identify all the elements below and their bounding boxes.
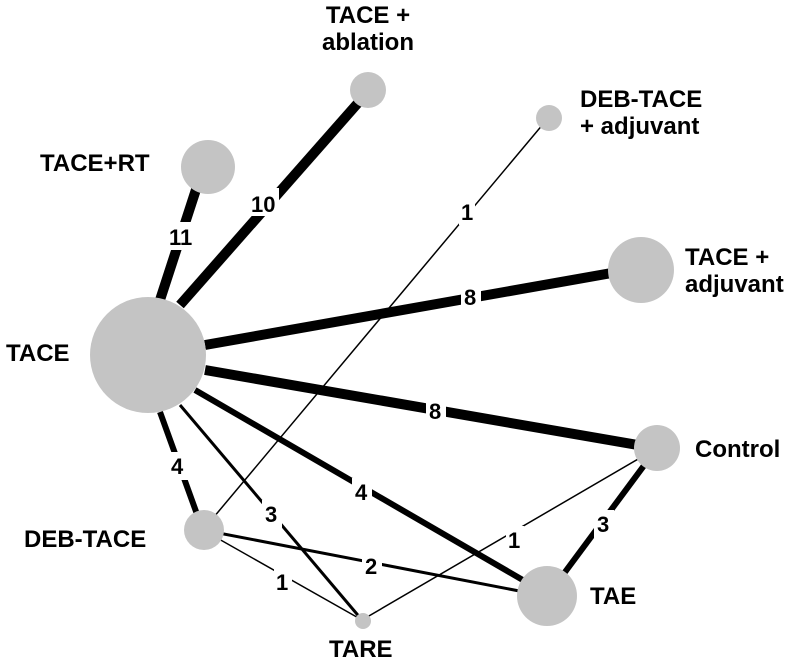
edge-label-deb-tace-deb-adjuvant: 1 — [461, 200, 473, 225]
edge-tace-tace-adjuvant — [204, 263, 641, 350]
node-label-tace: TACE — [6, 340, 70, 367]
node-tace-adjuvant — [608, 237, 674, 303]
node-deb-tace-adjuvant — [536, 105, 562, 131]
node-control — [634, 425, 680, 471]
node-label-tace-rt: TACE+RT — [40, 150, 150, 177]
edge-label-tace-tace-adjuvant: 8 — [464, 285, 476, 310]
node-tace-rt — [181, 140, 235, 194]
node-deb-tace — [184, 510, 224, 550]
edge-label-tace-deb-tace: 4 — [171, 454, 184, 479]
edge-label-deb-tace-tae: 2 — [365, 554, 377, 579]
edge-label-tare-control: 1 — [508, 528, 520, 553]
node-label-deb-tace-adjuvant: DEB-TACE + adjuvant — [580, 86, 703, 140]
edge-labels: 11 10 8 8 4 4 3 1 2 1 1 3 — [168, 188, 614, 596]
edge-label-tace-tae: 4 — [355, 480, 368, 505]
nodes — [90, 72, 680, 629]
node-label-tare: TARE — [329, 636, 393, 663]
edge-label-deb-tace-tare: 1 — [276, 570, 288, 595]
edge-label-tace-tare: 3 — [265, 502, 277, 527]
node-label-tace-ablation: TACE + ablation — [321, 2, 414, 56]
edge-label-tace-tace-ablation: 10 — [251, 192, 275, 217]
node-tae — [517, 566, 577, 626]
edge-label-control-tae: 3 — [597, 512, 609, 537]
node-label-deb-tace: DEB-TACE — [24, 526, 147, 553]
node-label-tae: TAE — [590, 583, 637, 610]
node-tace-ablation — [350, 72, 386, 108]
node-tace — [90, 297, 206, 413]
node-label-tace-adjuvant: TACE + adjuvant — [685, 244, 784, 298]
edge-deb-tace-deb-adjuvant — [202, 116, 550, 531]
node-label-control: Control — [695, 436, 781, 463]
edge-label-tace-control: 8 — [429, 399, 441, 424]
node-tare — [355, 613, 371, 629]
edge-label-tace-tace-rt: 11 — [169, 225, 192, 250]
edges — [155, 91, 660, 621]
